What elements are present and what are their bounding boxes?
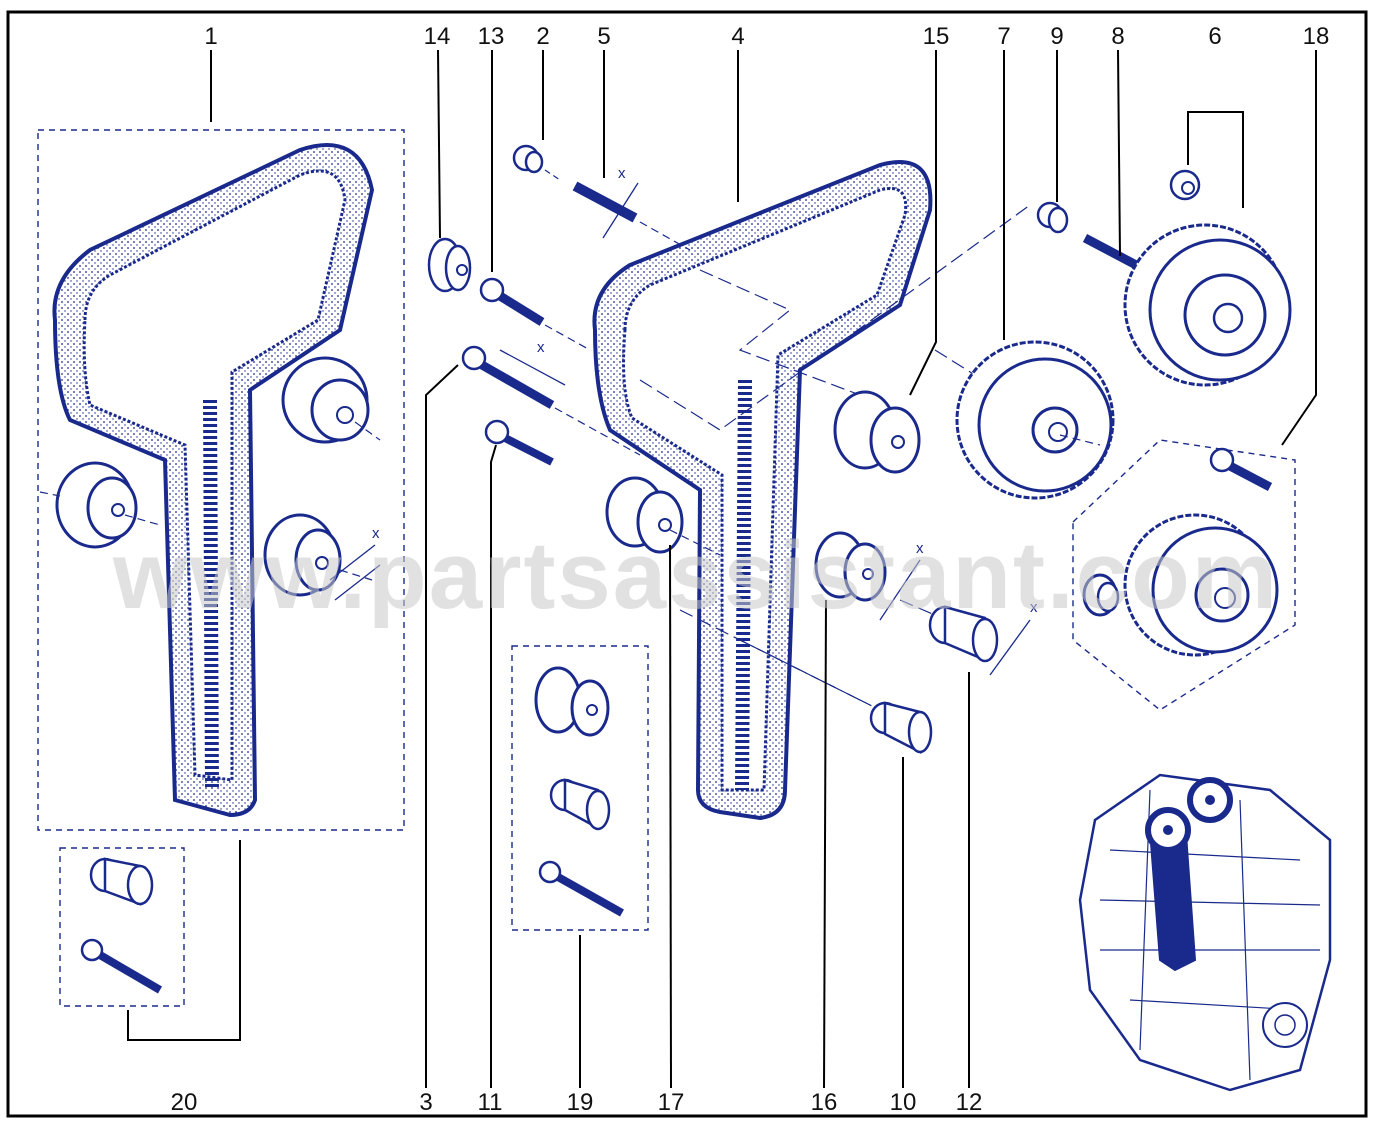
- roller-kit19-large: [534, 666, 610, 737]
- nut-2: [512, 144, 561, 181]
- callout-1: 1: [204, 23, 217, 50]
- seal-18: [1082, 573, 1120, 617]
- roller-10: [869, 701, 933, 755]
- callout-20: 20: [171, 1089, 198, 1116]
- kit-1-dashed-box: [37, 129, 405, 831]
- roller-kit1-lower: [263, 513, 381, 601]
- kit-18-dashed-box: [1072, 439, 1296, 711]
- kit-20-dashed-box: [59, 847, 185, 1007]
- sprocket-18: [1123, 513, 1279, 657]
- callout-9: 9: [1050, 23, 1063, 50]
- roller-14: [427, 237, 472, 293]
- callout-8: 8: [1111, 23, 1124, 50]
- dimension-x-kit1: x: [372, 525, 380, 542]
- roller-15: [833, 390, 921, 474]
- dimension-x-stud5: x: [618, 165, 626, 182]
- dimension-x-roller12: x: [1030, 599, 1038, 616]
- leader-20: [127, 840, 241, 1041]
- callout-16: 16: [811, 1089, 838, 1116]
- nut-9: [1036, 201, 1069, 234]
- callout-10: 10: [890, 1089, 917, 1116]
- callout-5: 5: [597, 23, 610, 50]
- outer-frame: [6, 10, 1368, 1118]
- sprocket-7: [955, 340, 1115, 500]
- callout-11: 11: [478, 1089, 503, 1116]
- bolt-kit19: [538, 860, 624, 917]
- callout-4: 4: [731, 23, 744, 50]
- roller-kit1-left: [39, 461, 161, 549]
- callout-14: 14: [424, 23, 451, 50]
- kit-19-dashed-box: [511, 645, 649, 931]
- engine-illustration: [1078, 773, 1332, 1092]
- roller-16: [814, 531, 921, 621]
- bolt-13: [479, 277, 591, 351]
- nut-6: [1169, 169, 1201, 201]
- stud-5: [572, 181, 691, 251]
- bolt-18: [1209, 447, 1273, 491]
- callout-17: 17: [658, 1089, 685, 1116]
- callout-7: 7: [997, 23, 1010, 50]
- assembly-lines: [639, 204, 1031, 721]
- roller-17: [605, 476, 721, 556]
- leader-6: [1187, 111, 1244, 208]
- bolt-11: [484, 419, 554, 466]
- leader-lines: [210, 49, 1317, 1089]
- callout-19: 19: [567, 1089, 594, 1116]
- dimension-x-roller16: x: [916, 540, 924, 557]
- sprocket-6: [1123, 223, 1292, 387]
- callout-15: 15: [923, 23, 950, 50]
- roller-kit1-upper: [281, 356, 381, 444]
- watermark: www.partsassistant.com: [112, 522, 1279, 629]
- bolt-kit20: [80, 938, 163, 994]
- callout-13: 13: [478, 23, 505, 50]
- callout-18: 18: [1303, 23, 1330, 50]
- callout-3: 3: [419, 1089, 432, 1116]
- timing-belt-kit-1: [52, 143, 375, 818]
- callout-2: 2: [536, 23, 549, 50]
- roller-12: [928, 605, 1031, 676]
- dimension-x-bolt3: x: [537, 339, 545, 356]
- roller-kit20: [89, 857, 154, 906]
- bolt-3: [461, 345, 641, 456]
- callout-12: 12: [956, 1089, 983, 1116]
- timing-belt-4: [592, 160, 933, 821]
- roller-kit19-small: [549, 778, 611, 831]
- callout-6: 6: [1208, 23, 1221, 50]
